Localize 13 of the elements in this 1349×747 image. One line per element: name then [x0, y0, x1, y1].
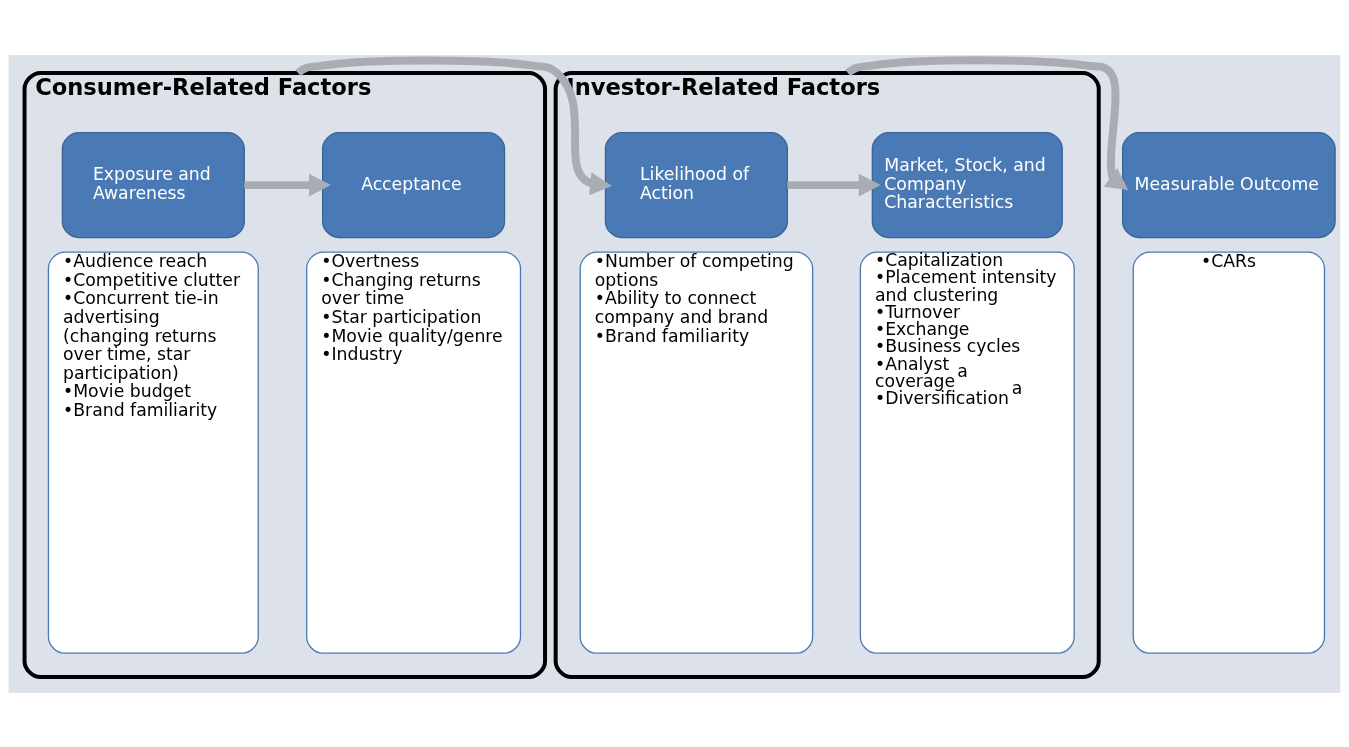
- arrow: [845, 55, 1129, 190]
- arrow: [787, 173, 881, 197]
- node-box: •CARs: [1132, 251, 1326, 654]
- node-box: •Audience reach •Competitive clutter •Concurrent tie-in advertising (changing returns over time, star participation) •Movie budget •Brand familiarity: [47, 251, 259, 654]
- node-box: Market, Stock, and Company Characteristics: [871, 131, 1063, 238]
- node-box: •Number of competing options •Ability to connect company and brand •Brand familiarity: [579, 251, 814, 654]
- node-box: Measurable Outcome: [1121, 131, 1336, 238]
- node-box: Exposure and Awareness: [61, 131, 245, 238]
- node-box: •Overtness •Changing returns over time •Star participation •Movie quality/genre •Industry: [306, 251, 522, 654]
- arrow: [244, 173, 331, 197]
- arrow: [295, 55, 612, 195]
- node-box: Acceptance: [321, 131, 506, 238]
- node-box: Likelihood of Action: [604, 131, 789, 238]
